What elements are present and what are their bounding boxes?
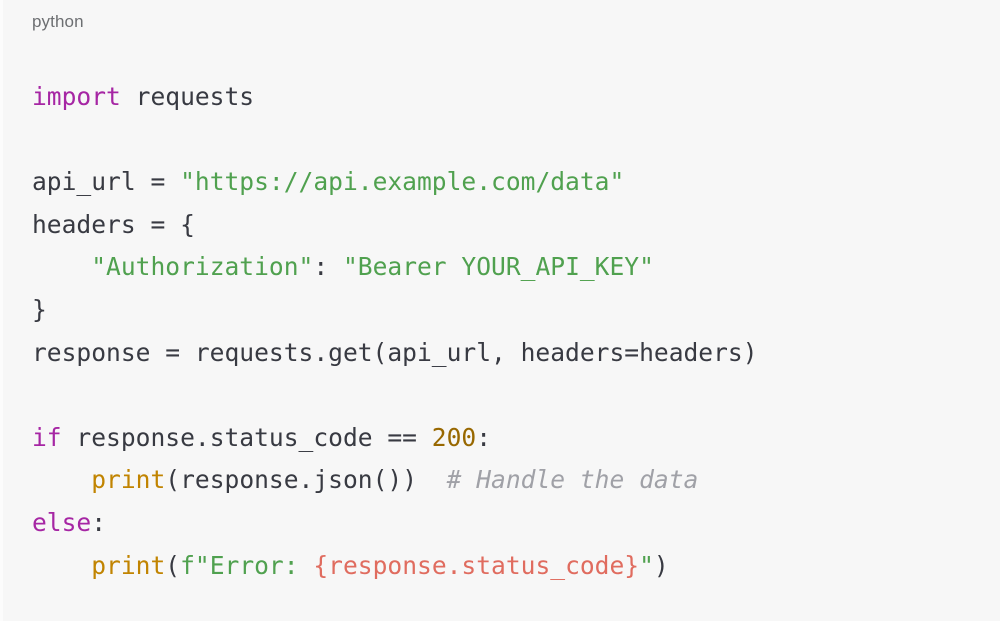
code-token-string: f"Error: xyxy=(180,550,314,580)
code-token-string: " xyxy=(639,550,654,580)
code-token-string: "Bearer YOUR_API_KEY" xyxy=(342,252,654,282)
code-line xyxy=(32,119,1000,162)
code-token-plain: response.status_code == xyxy=(61,422,432,452)
code-content[interactable]: import requests api_url = "https://api.e… xyxy=(32,76,1000,587)
code-line: print(f"Error: {response.status_code}") xyxy=(32,545,1000,588)
code-token-plain: headers = { xyxy=(32,209,195,239)
code-token-keyword: import xyxy=(32,82,121,111)
code-token-string: "https://api.example.com/data" xyxy=(180,167,625,197)
code-token-builtin: print xyxy=(91,465,166,495)
code-token-plain: : xyxy=(91,507,107,537)
code-line: else: xyxy=(32,502,1000,545)
code-token-plain: (response.json()) xyxy=(165,465,447,495)
code-token-comment: # Handle the data xyxy=(446,465,699,495)
code-line: import requests xyxy=(32,76,1000,119)
code-line: response = requests.get(api_url, headers… xyxy=(32,332,1000,375)
code-language-label: python xyxy=(32,12,84,31)
code-token-plain: ) xyxy=(653,550,669,580)
code-token-number: 200 xyxy=(431,422,477,452)
code-token-keyword: if xyxy=(32,422,62,452)
code-line: print(response.json()) # Handle the data xyxy=(32,459,1000,502)
code-token-interpolation: {response.status_code} xyxy=(313,550,640,580)
code-line: if response.status_code == 200: xyxy=(32,417,1000,460)
code-token-plain: : xyxy=(313,252,343,282)
code-token-plain xyxy=(32,551,91,580)
code-token-plain: requests xyxy=(120,82,255,111)
code-line: } xyxy=(32,289,1000,332)
code-line xyxy=(32,374,1000,417)
code-line: "Authorization": "Bearer YOUR_API_KEY" xyxy=(32,246,1000,289)
code-line: api_url = "https://api.example.com/data" xyxy=(32,161,1000,204)
code-token-builtin: print xyxy=(91,550,166,580)
code-token-string: "Authorization" xyxy=(91,252,314,282)
code-token-plain xyxy=(32,465,91,494)
code-token-plain: ( xyxy=(165,550,181,580)
code-token-plain xyxy=(32,252,91,281)
code-token-plain: : xyxy=(476,422,492,452)
code-token-plain: response = requests.get(api_url, headers… xyxy=(32,337,758,367)
code-token-plain: } xyxy=(32,294,47,324)
code-line: headers = { xyxy=(32,204,1000,247)
code-token-plain: api_url = xyxy=(32,167,181,197)
code-token-keyword: else xyxy=(32,507,92,537)
